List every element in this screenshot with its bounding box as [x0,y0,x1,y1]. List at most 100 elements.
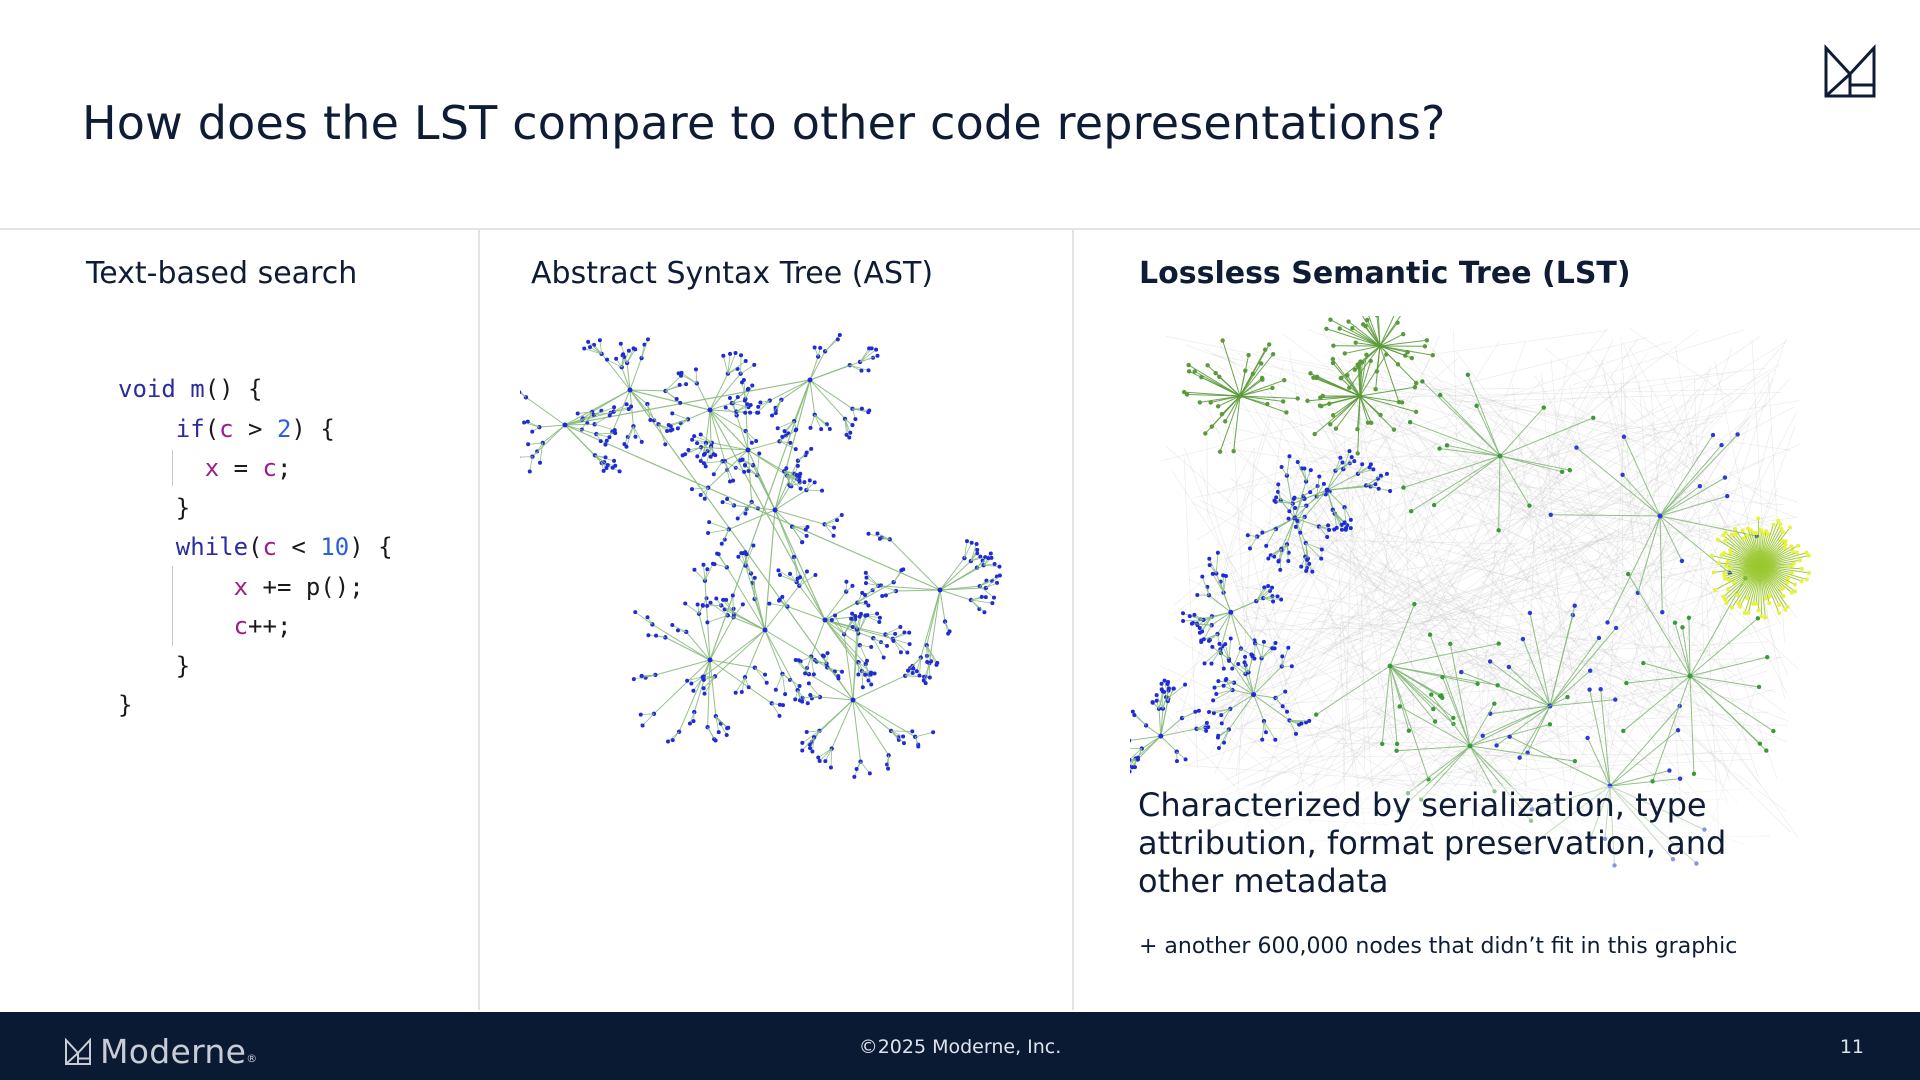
graph-node [645,337,650,342]
graph-edge [1355,342,1381,347]
graph-node [708,454,713,459]
graph-node [969,540,974,545]
graph-edge [831,619,845,635]
graph-edge [1689,675,1760,688]
graph-edge [1549,699,1616,707]
graph-node [1735,593,1740,598]
graph-edge [652,623,711,661]
graph-edge [891,730,913,732]
graph-edge [1359,362,1363,397]
graph-edge [1509,736,1611,787]
graph-edge [1445,400,1614,454]
graph-edge [1550,406,1598,479]
graph-node [1330,356,1336,362]
graph-node [754,438,759,443]
graph-node [631,346,636,351]
graph-node [1206,638,1211,643]
graph-edge [1305,434,1475,688]
graph-node [1764,748,1769,753]
graph-edge [626,348,634,364]
graph-node [1259,375,1265,381]
graph-node [1792,589,1797,594]
code-line: while(c < 10) { [175,533,393,561]
graph-node [1308,490,1313,495]
graph-node [1187,614,1192,619]
graph-edge [564,423,595,426]
graph-edge [1277,484,1282,501]
graph-node [1783,607,1788,612]
graph-edge [1469,381,1738,687]
graph-edge [1326,473,1359,491]
graph-edge [1389,665,1398,744]
graph-edge [939,557,965,591]
graph-edge [1332,395,1361,416]
graph-edge [1499,455,1563,473]
graph-edge [1158,691,1164,709]
graph-edge [596,433,610,438]
graph-node [675,628,680,633]
graph-edge [1471,467,1503,828]
graph-edge [1171,364,1285,746]
graph-edge [1217,366,1653,612]
graph-edge [735,677,746,693]
graph-node [698,493,703,498]
graph-edge [709,379,811,661]
graph-node [916,744,921,749]
graph-node [1286,558,1291,563]
graph-node [1315,483,1320,488]
graph-node [869,645,874,650]
graph-node [1585,735,1590,741]
graph-node [612,428,617,433]
graph-node [1749,528,1754,533]
graph-edge [1714,565,1761,591]
graph-node [804,533,809,538]
graph-edge [1554,340,1788,485]
graph-edge [1689,656,1768,677]
graph-edge [1239,355,1250,397]
graph-node [869,682,874,687]
graph-edge [1598,486,1706,746]
graph-edge [1490,705,1551,715]
graph-node [1223,678,1228,683]
graph-node [1763,596,1768,601]
graph-edge [1737,565,1761,604]
graph-edge [1304,489,1328,500]
graph-edge [1401,559,1737,607]
graph-edge [1334,739,1775,744]
graph-edge [970,549,978,562]
graph-node [1771,728,1776,734]
graph-node [745,387,750,392]
graph-node [627,387,633,393]
graph-node [1745,533,1750,538]
graph-edge [1373,402,1454,622]
graph-node [733,690,738,695]
graph-edge [1340,617,1436,834]
graph-node [1465,372,1471,377]
graph-node [530,454,535,459]
graph-edge [1432,714,1578,840]
graph-node [701,562,706,567]
graph-node [707,657,713,663]
graph-node [1276,482,1281,487]
graph-edge [1739,565,1761,607]
graph-node [898,625,903,630]
graph-node [762,627,768,633]
graph-edge [1451,491,1638,818]
graph-edge [754,667,766,675]
graph-edge [1576,657,1783,665]
graph-edge [1270,406,1395,519]
graph-node [1804,577,1809,582]
graph-node [1736,601,1741,606]
graph-edge [1508,666,1551,707]
graph-edge [1572,329,1745,386]
graph-edge [1315,642,1591,734]
graph-edge [1490,406,1619,544]
graph-edge [1484,412,1623,497]
code-line: } [118,493,191,522]
graph-edge [1616,442,1661,690]
graph-edge [1263,596,1278,599]
graph-edge [1341,580,1699,802]
graph-edge [1455,457,1566,628]
graph-node [1625,571,1631,577]
graph-edge [613,403,627,412]
